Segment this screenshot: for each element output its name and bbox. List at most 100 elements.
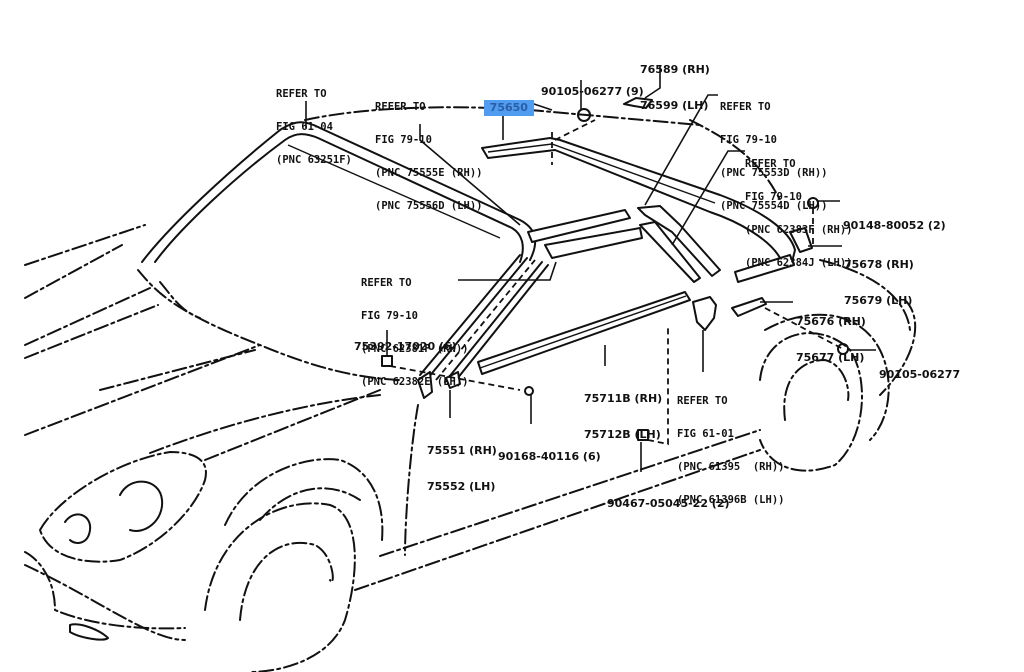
part-clip-bottom[interactable]: 90467-05045-22 (2) (607, 474, 730, 522)
part-screw-mid[interactable]: 90168-40116 (6) (498, 427, 601, 475)
callout-ref-fig-79-10-c: REFER TO FIG 79-10 (PNC 62383F (RH)) (PN… (745, 137, 852, 280)
quarter-pillar-moulding-2 (639, 221, 701, 283)
clip-top-part (623, 97, 653, 109)
rear-quarter-curve (879, 299, 917, 396)
rear-tire-outer (759, 332, 863, 472)
upper-door-frame-moulding (527, 209, 631, 243)
callout-line: REFER TO (361, 277, 412, 289)
part-number-lh[interactable]: 75677 (LH) (796, 351, 865, 364)
part-number-label[interactable]: 90148-80052 (2) (843, 219, 946, 232)
part-screw-right[interactable]: 90148-80052 (2) (843, 196, 946, 244)
front-bumper-line (24, 551, 186, 630)
lower-door-frame-moulding (544, 227, 643, 259)
part-number-lh[interactable]: 75679 (LH) (844, 294, 913, 307)
part-belt-moulding[interactable]: 75711B (RH) 75712B (LH) (584, 369, 662, 453)
fender-top-line (149, 394, 381, 454)
part-number-lh[interactable]: 75712B (LH) (584, 428, 661, 441)
belt-moulding-part (477, 291, 691, 375)
part-end-cover-lower[interactable]: 75676 (RH) 75677 (LH) (796, 292, 866, 376)
front-tire-outer (204, 502, 356, 672)
leader-ref-7910-a (419, 124, 521, 226)
callout-ref-fig-61-04: REFER TO FIG 61-04 (PNC 63251F) (276, 67, 352, 177)
hood-line-2 (24, 244, 123, 299)
callout-line: FIG 79-10 (720, 134, 777, 146)
part-number-label[interactable]: 90105-06277 (879, 368, 961, 381)
callout-line: FIG 61-01 (677, 428, 734, 440)
hood-line-3 (24, 287, 151, 346)
part-number-rh[interactable]: 76589 (RH) (640, 63, 710, 76)
rocker-sill-upper (379, 429, 761, 557)
part-number-label[interactable]: 90105-06277 (9) (541, 85, 644, 98)
part-number-rh[interactable]: 75551 (RH) (427, 444, 497, 457)
part-bolt-right[interactable]: 90105-06277 (879, 345, 960, 393)
part-number-rh[interactable]: 75711B (RH) (584, 392, 663, 405)
front-wheel-arch (224, 458, 384, 541)
part-end-cover-upper[interactable]: 75678 (RH) 75679 (LH) (844, 235, 914, 319)
front-bumper-lower (24, 564, 186, 641)
rear-deck-line (689, 119, 781, 201)
rocker-sill-lower (354, 449, 761, 591)
fender-edge (204, 389, 381, 461)
part-bolt-top[interactable]: 90105-06277 (9) (541, 62, 644, 110)
end-cover-lower (731, 297, 767, 317)
assembly-line-clip-bottom (647, 325, 669, 446)
a-pillar-strip-4 (444, 261, 543, 383)
part-number-rh[interactable]: 75676 (RH) (796, 315, 866, 328)
a-pillar-strip-2 (427, 257, 528, 379)
callout-line: (PNC 75555E (RH)) (375, 167, 483, 179)
windshield-glass-edge (287, 144, 501, 239)
assembly-line-clip-left (389, 365, 521, 391)
callout-line: (PNC 62384J (LH)) (745, 257, 853, 269)
part-number-lh[interactable]: 75552 (LH) (427, 480, 496, 493)
quarter-pillar-moulding (637, 205, 721, 277)
leader-clip-top (644, 65, 661, 99)
rear-tire-inner (783, 358, 850, 421)
leader-ref-7910-c (671, 150, 745, 246)
clip-bottom-fastener (637, 429, 649, 441)
callout-line: REFER TO (720, 101, 771, 113)
part-pillar-moulding[interactable]: 75551 (RH) 75552 (LH) (427, 421, 497, 505)
hood-line-4 (24, 304, 159, 359)
a-pillar-strip-3 (435, 259, 536, 381)
rear-fender-outline (819, 259, 911, 331)
callout-line: (PNC 61396B (LH)) (677, 494, 785, 506)
part-75650-label[interactable]: 75650 (483, 100, 534, 116)
callout-ref-fig-79-10-b: REFER TO FIG 79-10 (PNC 75553D (RH)) (PN… (720, 80, 827, 223)
callout-line: (PNC 75554D (LH)) (720, 200, 828, 212)
callout-line: REFER TO (276, 88, 327, 100)
callout-line: (PNC 62382E (LH)) (361, 376, 469, 388)
callout-line: FIG 79-10 (361, 310, 418, 322)
callout-ref-fig-79-10-a: REFER TO FIG 79-10 (PNC 75555E (RH)) (PN… (375, 80, 482, 223)
pillar-end-cap (445, 371, 461, 389)
callout-ref-fig-79-10-d: REFER TO FIG 79-10 (PNC 62381F (RH)) (PN… (361, 256, 468, 399)
roof-rail-rear-end (734, 254, 795, 283)
callout-line: REFER TO (677, 395, 728, 407)
assembly-line-roof-2 (554, 119, 596, 141)
windshield-frame-inner (154, 133, 524, 263)
pillar-moulding-clip (417, 371, 433, 399)
hood-line-1 (24, 224, 146, 266)
highlighted-part-number[interactable]: 75650 (476, 90, 534, 116)
fog-lamp (69, 623, 109, 641)
rear-wheel-arch (764, 313, 890, 441)
door-lock-striker (692, 296, 717, 331)
door-front-edge (404, 404, 419, 556)
part-number-label[interactable]: 90467-05045-22 (2) (607, 497, 730, 510)
a-pillar-strip-1 (419, 254, 521, 376)
callout-line: (PNC 62383F (RH)) (745, 224, 853, 236)
hood-line-5 (24, 344, 261, 436)
headlamp-outline (38, 450, 207, 563)
callout-line: REFER TO (375, 101, 426, 113)
part-number-lh[interactable]: 76599 (LH) (640, 99, 709, 112)
front-wheel-arch-inner (259, 487, 361, 521)
callout-line: (PNC 62381F (RH)) (361, 343, 469, 355)
part-number-rh[interactable]: 75678 (RH) (844, 258, 914, 271)
cowl-line (159, 281, 201, 319)
part-number-label[interactable]: 75392-17020 (6) (354, 340, 457, 353)
hood-line-6 (99, 349, 256, 391)
part-number-label[interactable]: 90168-40116 (6) (498, 450, 601, 463)
part-clip-left[interactable]: 75392-17020 (6) (354, 317, 457, 365)
leader-ref-7910-b (644, 94, 718, 206)
part-clip-top[interactable]: 76589 (RH) 76599 (LH) (640, 40, 710, 124)
